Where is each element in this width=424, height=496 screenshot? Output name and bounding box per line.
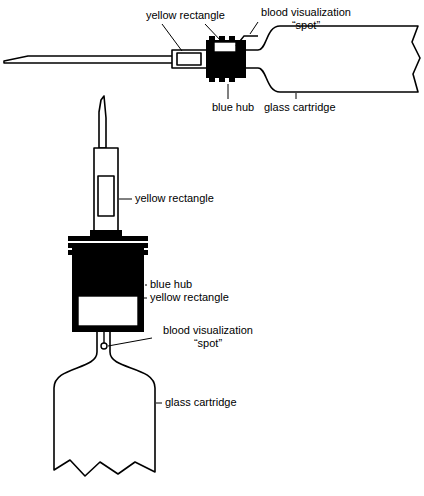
yellow-rectangle <box>214 42 236 52</box>
collar <box>94 148 118 238</box>
hub-thread <box>68 250 148 255</box>
part-label: yellow rectangle <box>150 291 229 304</box>
glass-cartridge <box>54 332 155 476</box>
needle <box>99 96 106 148</box>
leader-line <box>119 199 132 200</box>
part-label: blue hub <box>212 101 254 114</box>
yellow-rectangle <box>177 53 201 65</box>
leader-line <box>145 285 147 286</box>
glass-cartridge <box>246 26 420 92</box>
leader-line <box>228 84 229 99</box>
part-label: yellow rectangle <box>146 9 225 22</box>
blood-spot <box>101 343 107 349</box>
leader-line <box>250 22 258 34</box>
leader-line <box>205 24 222 42</box>
collar <box>172 50 208 68</box>
leader-line <box>108 338 152 346</box>
leader-line <box>162 24 182 51</box>
hub-neck <box>90 230 122 238</box>
leader-line <box>296 93 297 99</box>
needle <box>4 56 173 63</box>
part-label: glass cartridge <box>165 396 237 409</box>
leader-line <box>156 403 162 404</box>
leader-line <box>139 298 147 299</box>
part-label: blood visualization “spot” <box>152 324 264 350</box>
hub-thread <box>68 243 148 248</box>
part-label: blood visualization “spot” <box>250 6 362 32</box>
blood-spot <box>236 36 258 46</box>
part-label: blue hub <box>150 278 192 291</box>
part-label: yellow rectangle <box>135 192 214 205</box>
blue-hub <box>72 248 144 332</box>
yellow-rectangle <box>78 296 138 326</box>
yellow-rectangle <box>98 176 114 216</box>
part-label: glass cartridge <box>264 101 336 114</box>
blood-spot <box>103 332 104 343</box>
